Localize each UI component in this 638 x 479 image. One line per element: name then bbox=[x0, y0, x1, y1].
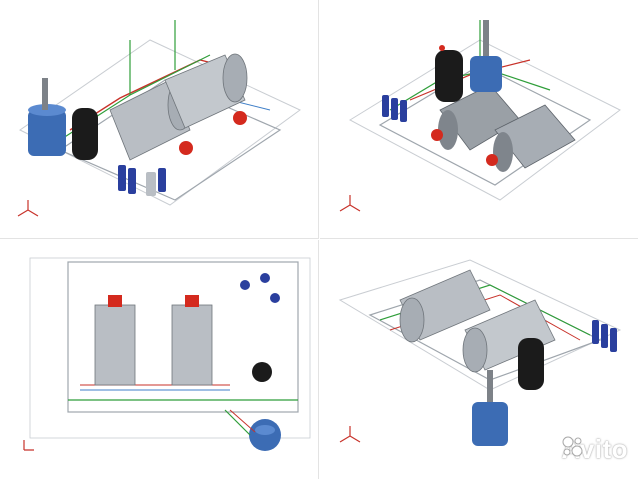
pumps bbox=[240, 273, 280, 303]
isometric-drawing-2 bbox=[339, 20, 621, 212]
expansion-tank-blue bbox=[249, 419, 281, 451]
isometric-view-1 bbox=[0, 0, 319, 239]
expansion-tank-blue bbox=[28, 78, 66, 156]
axis-indicator-icon bbox=[17, 200, 39, 217]
axis-indicator-icon bbox=[339, 426, 361, 443]
expansion-tank-blue bbox=[470, 20, 502, 92]
boiler-1 bbox=[94, 295, 136, 386]
boiler-2 bbox=[164, 53, 248, 129]
boiler-2 bbox=[171, 295, 213, 386]
expansion-tank-blue bbox=[472, 370, 508, 446]
avito-dots-icon bbox=[562, 436, 583, 457]
isometric-drawing-4 bbox=[338, 259, 622, 446]
plan-view bbox=[0, 240, 319, 479]
plan-drawing bbox=[23, 257, 311, 451]
axis-indicator-icon bbox=[23, 440, 34, 451]
storage-tank-black bbox=[435, 45, 463, 102]
water-filters bbox=[118, 165, 166, 196]
boiler-1 bbox=[431, 84, 521, 151]
water-filters bbox=[382, 95, 407, 122]
storage-tank-black bbox=[518, 338, 544, 390]
avito-watermark: Avito bbox=[561, 434, 628, 465]
boiler-1 bbox=[399, 269, 491, 343]
isometric-view-4: Avito bbox=[320, 240, 638, 479]
boiler-2 bbox=[486, 104, 576, 172]
storage-tank-black bbox=[252, 362, 272, 382]
axis-indicator-icon bbox=[339, 195, 361, 212]
water-filters bbox=[592, 320, 617, 352]
isometric-view-2 bbox=[320, 0, 638, 239]
boiler-2 bbox=[462, 299, 556, 373]
isometric-drawing-1 bbox=[17, 20, 301, 217]
storage-tank-black bbox=[72, 108, 98, 160]
